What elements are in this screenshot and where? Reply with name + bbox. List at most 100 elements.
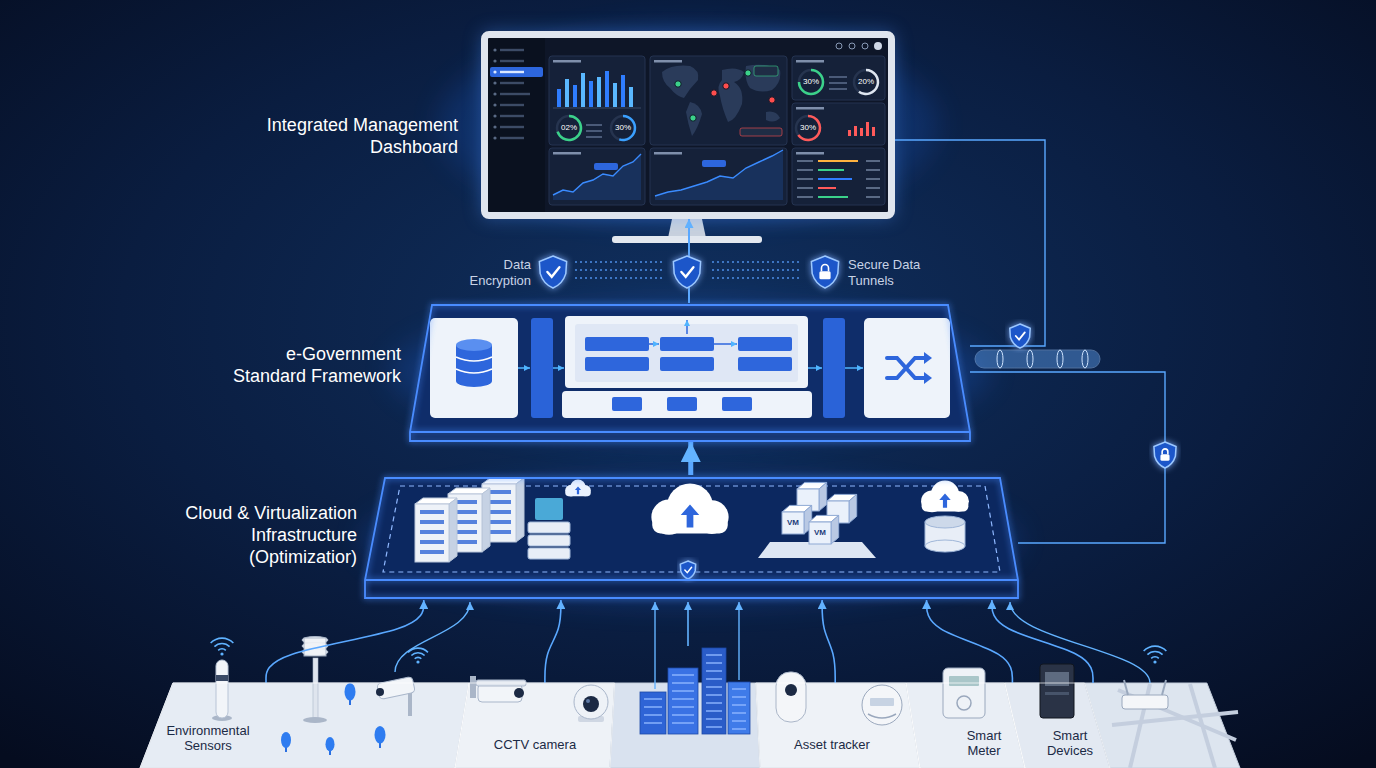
server-icon bbox=[482, 488, 490, 552]
router-icon bbox=[1162, 680, 1166, 695]
legend-line bbox=[586, 130, 602, 132]
node-outline bbox=[140, 683, 455, 768]
tracker-icon bbox=[776, 672, 806, 722]
screen bbox=[488, 38, 888, 212]
map-road bbox=[1112, 712, 1238, 725]
sidebar-icon bbox=[493, 114, 496, 117]
panel-title-bar bbox=[796, 60, 824, 63]
bar bbox=[557, 89, 561, 107]
camera-icon bbox=[376, 688, 384, 696]
gauge-icon bbox=[870, 698, 894, 706]
bar bbox=[597, 77, 601, 107]
module-arrow bbox=[714, 343, 737, 345]
building-window bbox=[644, 698, 662, 700]
device-tile: Smart Meter bbox=[920, 683, 1025, 768]
monitor-base bbox=[612, 236, 762, 243]
gauge-arc bbox=[619, 115, 636, 142]
building-window bbox=[672, 706, 694, 708]
server-slot bbox=[487, 520, 511, 524]
panel-title-bar bbox=[796, 107, 824, 110]
glow bbox=[438, 25, 938, 225]
weather-station bbox=[303, 717, 327, 723]
shield-icon bbox=[1010, 324, 1030, 348]
node-outline bbox=[455, 683, 610, 768]
server-icon bbox=[415, 504, 449, 562]
dome-camera bbox=[583, 696, 599, 712]
chart-area bbox=[553, 154, 641, 200]
data-arrow bbox=[738, 602, 739, 680]
sidebar-item bbox=[500, 60, 524, 62]
building-window bbox=[706, 670, 722, 672]
building-window bbox=[732, 704, 746, 706]
building-icon bbox=[668, 668, 698, 734]
panel-title-bar bbox=[796, 152, 824, 155]
legend-line bbox=[829, 88, 847, 90]
lock-icon bbox=[1162, 449, 1168, 454]
sidebar-icon bbox=[493, 92, 496, 95]
module-arrow bbox=[808, 367, 822, 369]
vm-cube bbox=[819, 482, 827, 511]
device-label: CCTV camera bbox=[485, 737, 585, 752]
building-window bbox=[706, 678, 722, 680]
dashboard-panel bbox=[792, 148, 885, 205]
check-mark bbox=[1016, 332, 1025, 339]
module-block bbox=[585, 337, 649, 351]
vm-cube bbox=[782, 512, 804, 534]
storage-layer bbox=[528, 522, 570, 533]
module-box bbox=[565, 316, 808, 388]
building-window bbox=[706, 662, 722, 664]
security-label: Secure Data Tunnels bbox=[848, 257, 940, 289]
database-icon bbox=[456, 357, 492, 373]
device-tile: Asset tracker bbox=[760, 683, 920, 768]
server-slot bbox=[487, 530, 511, 534]
building-window bbox=[706, 726, 722, 728]
building-window bbox=[732, 728, 746, 730]
cloud-resources bbox=[415, 478, 969, 562]
ground-tile bbox=[1085, 683, 1240, 768]
tree-icon bbox=[326, 737, 335, 751]
toolbar-icon bbox=[836, 43, 842, 49]
dotted-stream bbox=[575, 269, 662, 271]
vm-label: VM bbox=[783, 518, 803, 528]
module-arrow bbox=[553, 367, 564, 369]
building-window bbox=[672, 714, 694, 716]
wifi-icon bbox=[414, 657, 422, 660]
module-bar bbox=[823, 318, 845, 418]
node-border bbox=[1005, 683, 1110, 768]
building-window bbox=[706, 686, 722, 688]
map-tag bbox=[740, 128, 782, 136]
switch-icon bbox=[887, 358, 925, 378]
sensor-icon bbox=[216, 660, 228, 718]
sidebar-item bbox=[500, 71, 524, 73]
gauge-value: 02% bbox=[554, 123, 584, 133]
shield-icon bbox=[1154, 442, 1176, 468]
sidebar-item bbox=[500, 93, 530, 95]
tunnel-ring bbox=[1082, 350, 1088, 368]
dashboard-panel bbox=[549, 148, 645, 205]
building-window bbox=[672, 690, 694, 692]
chart-area bbox=[655, 150, 783, 200]
server-icon bbox=[449, 498, 457, 562]
building-window bbox=[644, 722, 662, 724]
list-item bbox=[797, 160, 813, 162]
storage-layer bbox=[528, 548, 570, 559]
connector bbox=[822, 600, 835, 683]
dashboard-panel bbox=[650, 148, 787, 205]
tracker-icon bbox=[785, 684, 797, 696]
sensor-icon bbox=[216, 675, 228, 681]
gauge-value: 30% bbox=[796, 77, 826, 87]
storage-layer bbox=[528, 535, 570, 546]
ground-tile bbox=[455, 683, 615, 768]
sidebar-item bbox=[500, 126, 524, 128]
vm-cube bbox=[809, 522, 831, 544]
connector bbox=[927, 600, 1013, 683]
building-window bbox=[732, 712, 746, 714]
weather-station bbox=[313, 658, 318, 720]
sidebar bbox=[488, 38, 545, 212]
server-slot bbox=[487, 510, 511, 514]
sidebar-item bbox=[500, 115, 524, 117]
chart-tag bbox=[594, 163, 618, 170]
lock-icon bbox=[1160, 454, 1169, 461]
